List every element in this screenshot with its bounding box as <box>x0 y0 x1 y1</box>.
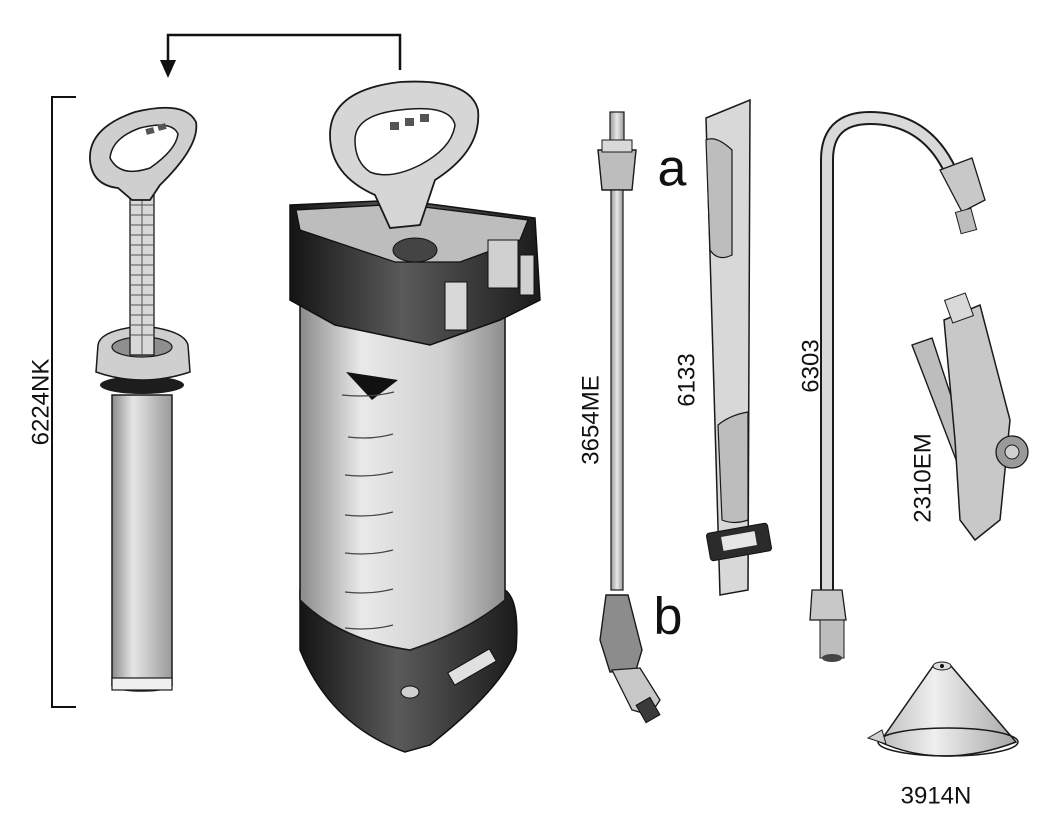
lance-label: 3654ME <box>577 375 604 464</box>
tank <box>289 80 541 753</box>
strap-label: 6133 <box>673 353 700 406</box>
pump-assembly <box>89 106 198 692</box>
trigger-handle <box>911 292 1029 542</box>
cone-label: 3914N <box>901 782 972 809</box>
pump-label: 6224NK <box>27 359 54 446</box>
marker-b-label: b <box>654 588 683 646</box>
strap <box>705 98 772 596</box>
hose-label: 6303 <box>797 339 824 392</box>
lance <box>597 111 661 724</box>
marker-a-label: a <box>658 140 687 198</box>
assembly-arrow <box>160 33 402 78</box>
handle-label: 2310EM <box>909 433 936 522</box>
spray-cone <box>866 661 1019 757</box>
pump-bracket <box>51 96 76 708</box>
hose <box>809 110 986 662</box>
